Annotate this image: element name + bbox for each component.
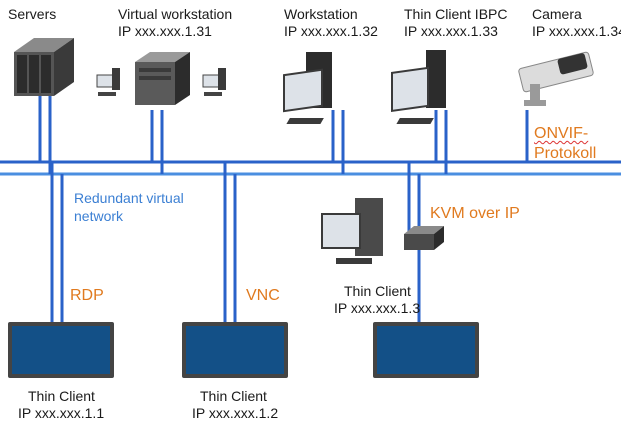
camera-label: Camera — [532, 6, 582, 22]
thin-client-3-label: Thin Client — [344, 283, 411, 299]
vnc-label: VNC — [246, 287, 280, 304]
network-label-line2: network — [74, 208, 124, 224]
workstation-ip: IP xxx.xxx.1.32 — [284, 23, 378, 39]
workstation-icon — [283, 52, 332, 124]
thin-client-1-ip: IP xxx.xxx.1.1 — [18, 405, 105, 421]
display-thin-client-2 — [182, 322, 288, 378]
bottom-device-links — [50, 162, 421, 325]
servers-icon — [14, 38, 74, 96]
rdp-label: RDP — [70, 287, 104, 304]
virtual-desktop-icon-right — [202, 68, 226, 96]
virtual-workstation-label: Virtual workstation — [118, 6, 233, 22]
thin-client-2-ip: IP xxx.xxx.1.2 — [192, 405, 279, 421]
thin-client-2-label: Thin Client — [200, 388, 267, 404]
thin-client-3-pc-icon — [321, 198, 383, 264]
camera-icon — [518, 51, 594, 106]
thin-client-ibpc-icon — [391, 50, 446, 124]
kvm-box-icon — [404, 226, 444, 250]
kvm-label: KVM over IP — [430, 205, 520, 222]
workstation-label: Workstation — [284, 6, 358, 22]
network-label-line1: Redundant virtual — [74, 190, 184, 206]
display-thin-client-1 — [8, 322, 114, 378]
servers-label: Servers — [8, 6, 57, 22]
top-device-links — [38, 95, 529, 174]
thin-client-ibpc-ip: IP xxx.xxx.1.33 — [404, 23, 498, 39]
thin-client-1-label: Thin Client — [28, 388, 95, 404]
onvif-label-line1: ONVIF- — [534, 125, 589, 142]
display-thin-client-3 — [373, 322, 479, 378]
thin-client-3-ip: IP xxx.xxx.1.3 — [334, 300, 421, 316]
virtual-workstation-ip: IP xxx.xxx.1.31 — [118, 23, 212, 39]
thin-client-ibpc-label: Thin Client IBPC — [404, 6, 508, 22]
camera-ip: IP xxx.xxx.1.34 — [532, 23, 621, 39]
virtual-desktop-icon-left — [96, 68, 120, 96]
onvif-label-line2: Protokoll — [534, 145, 597, 162]
virtual-workstation-icon — [135, 52, 190, 105]
